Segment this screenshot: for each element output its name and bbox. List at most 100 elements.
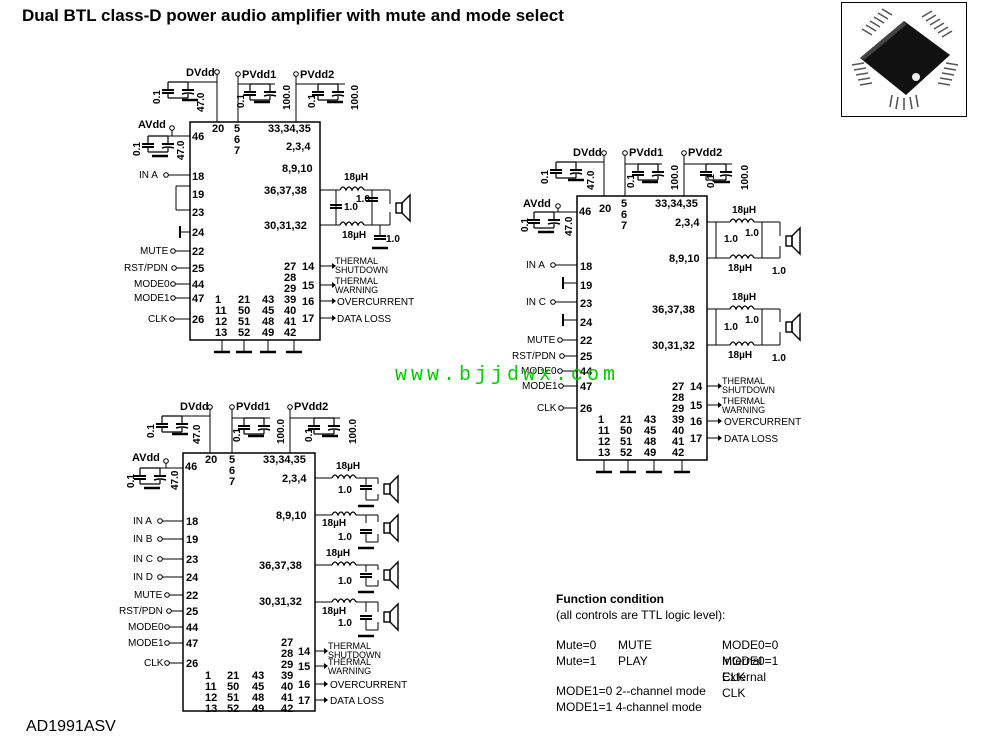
inductor-label: 18µH — [336, 461, 360, 472]
speaker-chain-4: 18µH 1.0 — [315, 598, 399, 638]
pin-number: 17 — [298, 695, 310, 707]
inductor-label: 18µH — [732, 292, 756, 303]
chip-package-icon — [851, 8, 959, 110]
avdd-label: AVdd — [138, 119, 166, 131]
cap-label: 0.1 — [126, 474, 137, 488]
pin-number: 48 — [252, 692, 264, 704]
inductor-label: 18µH — [342, 230, 366, 241]
pin-number: 46 — [579, 206, 591, 218]
output-label: OVERCURRENT — [330, 680, 407, 691]
pin-number: 22 — [186, 590, 198, 602]
pin-number: 21 — [227, 670, 239, 682]
speaker-icon — [395, 194, 411, 222]
input-label: RST/PDN — [119, 606, 163, 617]
speaker-chain-2: 18µH 1.0 — [315, 511, 399, 550]
mute-0-row: Mute=0 MUTE MODE0=0 Internal CLK — [556, 637, 778, 684]
input-label: CLK — [537, 403, 557, 414]
pin-number: 36,37,38 — [264, 185, 307, 197]
pin-number: 20 — [212, 123, 224, 135]
pin-number: 45 — [262, 305, 274, 317]
chip-package-image — [841, 2, 967, 117]
output-label: SHUTDOWN — [722, 385, 775, 395]
pin-number: 23 — [580, 298, 592, 310]
pin-number: 11 — [205, 681, 217, 693]
pin-number: 19 — [186, 534, 198, 546]
speaker-icon — [785, 227, 801, 255]
pin-number: 43 — [262, 294, 274, 306]
pin-number: 28 — [281, 648, 293, 660]
input-label: IN A — [139, 170, 158, 181]
inductor-label: 18µH — [728, 263, 752, 274]
input-label: MODE0 — [134, 279, 170, 290]
pin-number: 20 — [205, 454, 217, 466]
watermark-text: www.bjjdwx.com — [395, 364, 620, 387]
pin-number: 49 — [644, 447, 656, 459]
pin-number: 40 — [281, 681, 293, 693]
pin-number: 16 — [298, 679, 310, 691]
pin-number: 26 — [580, 403, 592, 415]
pin-number: 6 — [234, 134, 240, 146]
pin-number: 15 — [302, 280, 314, 292]
pin-number: 11 — [215, 305, 227, 317]
pin-number: 7 — [234, 145, 240, 157]
cap-label: 100.0 — [348, 419, 359, 444]
pin-number: 40 — [284, 305, 296, 317]
input-label: MUTE — [140, 246, 169, 257]
pin-number: 27 — [672, 381, 684, 393]
pin-number: 23 — [186, 554, 198, 566]
pin-number: 48 — [262, 316, 274, 328]
pin-number: 27 — [281, 637, 293, 649]
output-label: DATA LOSS — [330, 696, 384, 707]
pin-number: 30,31,32 — [259, 596, 302, 608]
pin-number: 18 — [192, 171, 204, 183]
output-label: DATA LOSS — [337, 314, 391, 325]
cap-label: 1.0 — [344, 202, 358, 213]
pin-number: 25 — [186, 606, 198, 618]
pin-number: 5 — [229, 454, 235, 466]
pin-number: 51 — [620, 436, 632, 448]
cap-label: 0.1 — [626, 174, 637, 188]
pin-number: 39 — [672, 414, 684, 426]
inductor-label: 18µH — [322, 606, 346, 617]
function-heading: Function condition — [556, 592, 664, 606]
pin-number: 19 — [580, 280, 592, 292]
pin-number: 1 — [598, 414, 604, 426]
inductor-label: 18µH — [322, 518, 346, 529]
speaker-chain-1: 18µH 1.0 — [315, 461, 399, 508]
pin-number: 19 — [192, 189, 204, 201]
pin-number: 21 — [238, 294, 250, 306]
input-label: MODE1 — [128, 638, 164, 649]
mute-1-key: Mute=1 — [556, 654, 597, 668]
inductor-label: 18µH — [728, 350, 752, 361]
pin-number: 50 — [227, 681, 239, 693]
pvdd1-label: PVdd1 — [629, 147, 663, 159]
pin-number: 47 — [186, 638, 198, 650]
pin-number: 33,34,35 — [268, 123, 311, 135]
speaker-icon — [383, 603, 399, 631]
cap-label: 47.0 — [170, 470, 181, 490]
dvdd-label: DVdd — [573, 147, 602, 159]
input-label: IN B — [133, 534, 153, 545]
pin-number: 12 — [598, 436, 610, 448]
pin-number: 7 — [229, 476, 235, 488]
pin-number: 52 — [238, 327, 250, 339]
page-title: Dual BTL class-D power audio amplifier w… — [22, 6, 564, 25]
mode0-0-line: MODE0=0 Internal CLK — [722, 638, 779, 684]
output-label: WARNING — [328, 666, 371, 676]
pin-number: 12 — [205, 692, 217, 704]
cap-label: 47.0 — [196, 92, 207, 112]
cap-label: 0.1 — [540, 170, 551, 184]
pin-number: 40 — [672, 425, 684, 437]
output-label: THERMAL — [328, 657, 371, 667]
pin-number: 6 — [229, 465, 235, 477]
pin-number: 15 — [690, 400, 702, 412]
pvdd1-label: PVdd1 — [236, 401, 270, 413]
pin-number: 50 — [620, 425, 632, 437]
pin-number: 14 — [302, 261, 315, 273]
pin-number: 15 — [298, 661, 310, 673]
cap-label: 1.0 — [356, 194, 370, 205]
input-label: CLK — [148, 314, 168, 325]
pin-number: 13 — [598, 447, 610, 459]
pin-number: 44 — [186, 622, 199, 634]
